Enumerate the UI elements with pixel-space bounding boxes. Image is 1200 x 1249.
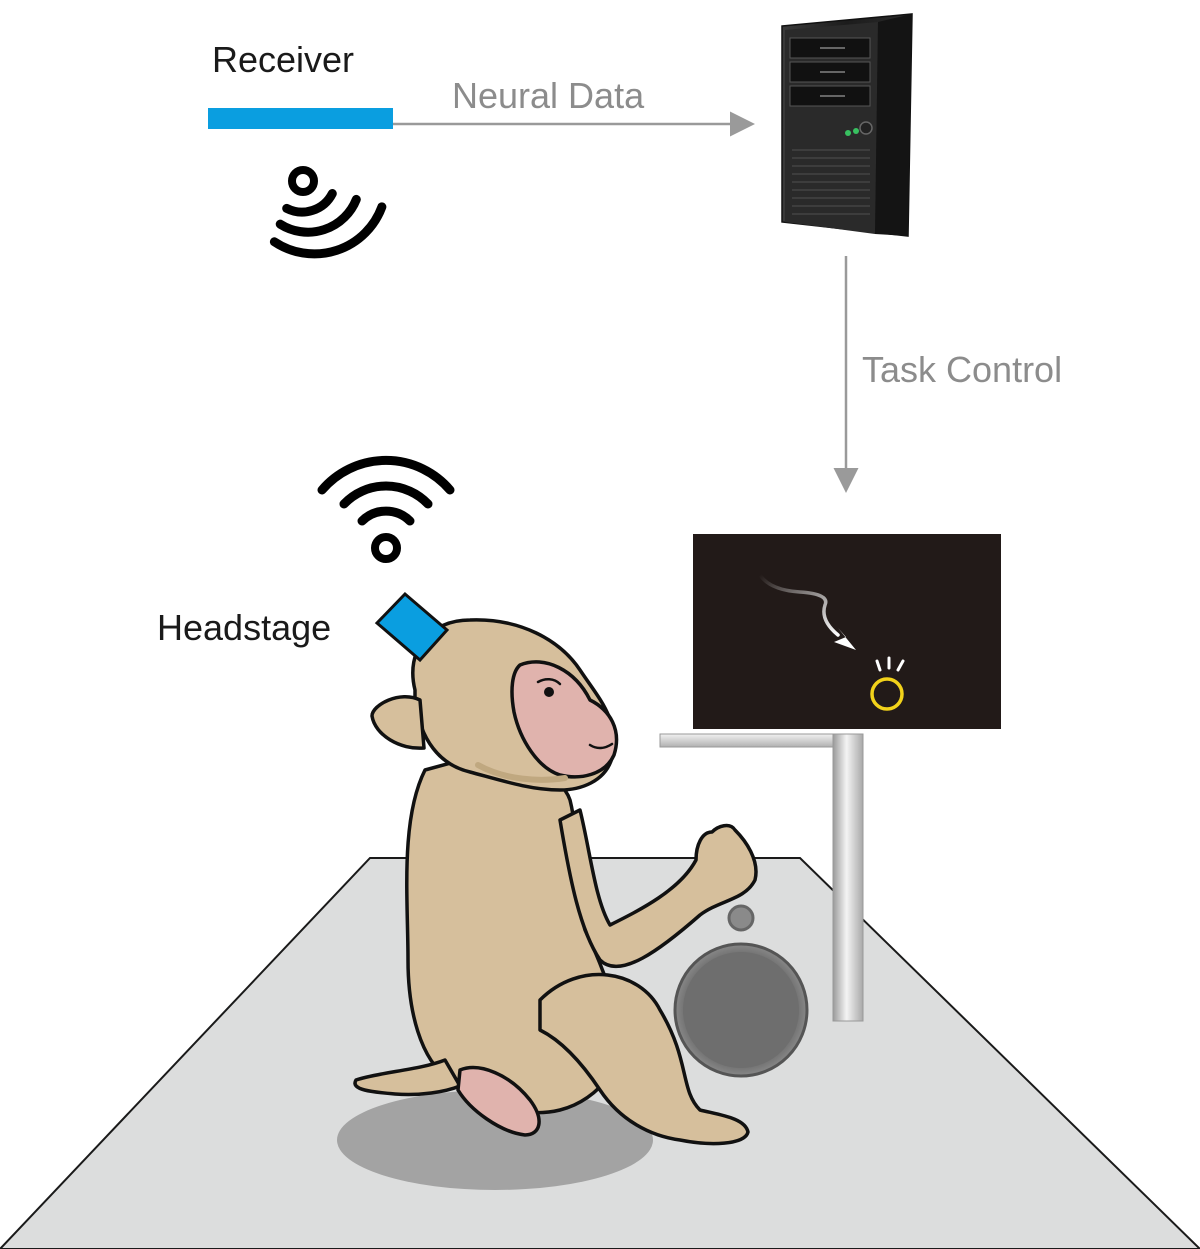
headstage-device: [374, 591, 450, 663]
target-ring-icon: [870, 677, 904, 711]
receiver-label: Receiver: [212, 39, 354, 80]
computer-tower-icon: [781, 13, 913, 237]
monitor-stand-arm: [659, 733, 861, 748]
cursor-trail: [758, 573, 840, 637]
receiver-device: [208, 108, 393, 129]
joystick-ball: [673, 904, 809, 1078]
target-glow-icon: [875, 656, 905, 672]
task-control-label: Task Control: [862, 349, 1062, 390]
headstage-label: Headstage: [157, 607, 331, 648]
monitor-stand-pole: [832, 733, 864, 1022]
cursor-arrow-icon: [834, 628, 856, 650]
monkey-shadow: [337, 1090, 653, 1190]
monkey-subject: [353, 618, 758, 1146]
headstage-wireless-signal-icon: [317, 455, 455, 563]
receiver-wireless-signal-icon: [269, 166, 387, 259]
task-monitor: [691, 532, 1003, 731]
neural-data-label: Neural Data: [452, 75, 645, 116]
